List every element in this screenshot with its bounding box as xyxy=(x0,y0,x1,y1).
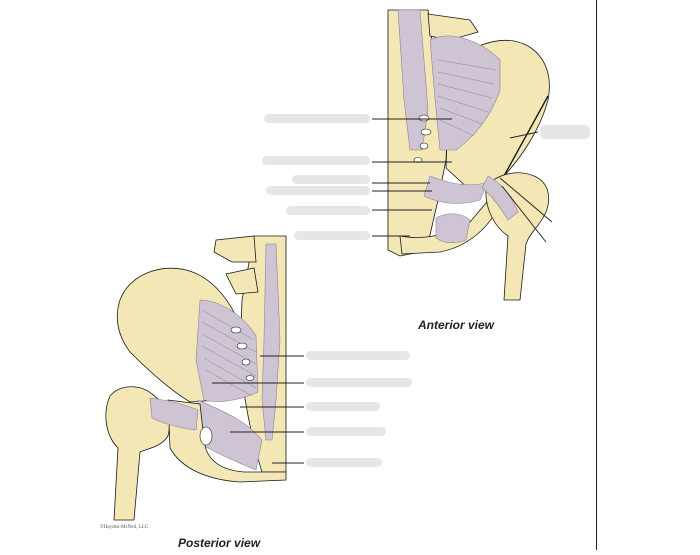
anterior-ligament-fibers xyxy=(437,59,497,137)
label-blank-anterior-2 xyxy=(262,156,370,165)
posterior-vertebra-second xyxy=(225,267,259,295)
anterior-view-caption: Anterior view xyxy=(418,318,495,332)
label-blank-posterior-3 xyxy=(306,402,380,411)
anterior-pubic-ligament xyxy=(435,213,471,244)
posterior-view-caption: Posterior view xyxy=(178,536,261,550)
posterior-ischiofemoral-ligament xyxy=(149,397,199,431)
posterior-ischium xyxy=(167,399,287,483)
anterior-vertebra-top xyxy=(427,13,479,41)
label-blank-posterior-5 xyxy=(306,458,382,467)
label-blank-anterior-3 xyxy=(292,175,370,184)
anterior-view xyxy=(372,9,553,301)
posterior-femur xyxy=(105,386,170,521)
label-blank-anterior-6 xyxy=(294,231,370,240)
label-blank-anterior-4 xyxy=(266,186,370,195)
anterior-leader-lines xyxy=(372,118,553,243)
label-blank-anterior-5 xyxy=(286,206,370,215)
anterior-sacroiliac-ligament xyxy=(429,35,501,151)
posterior-leader-lines xyxy=(212,355,304,464)
anterior-iliofemoral-ligament xyxy=(481,175,519,221)
label-blank-posterior-2 xyxy=(306,378,412,387)
anterior-sacrospinous-ligament xyxy=(423,175,489,204)
label-blank-anterior-1 xyxy=(264,114,370,123)
posterior-sacral-foramina xyxy=(230,326,255,381)
anterior-sacral-foramina xyxy=(413,114,432,163)
anterior-inguinal-ligament xyxy=(503,95,549,177)
posterior-vertebra-top xyxy=(213,235,257,263)
posterior-median-crest xyxy=(261,243,281,441)
label-blank-anterior-right xyxy=(540,125,590,139)
label-blank-posterior-1 xyxy=(306,351,410,360)
copyright-text: ©Hayden-McNeil, LLC xyxy=(100,525,149,530)
label-blank-posterior-4 xyxy=(306,427,386,436)
posterior-view xyxy=(105,235,304,521)
posterior-sacrotuberous-ligament xyxy=(193,399,263,471)
posterior-sacroiliac-ligament xyxy=(195,299,259,402)
posterior-obturator-foramen xyxy=(199,426,213,446)
right-border-line xyxy=(596,0,597,550)
